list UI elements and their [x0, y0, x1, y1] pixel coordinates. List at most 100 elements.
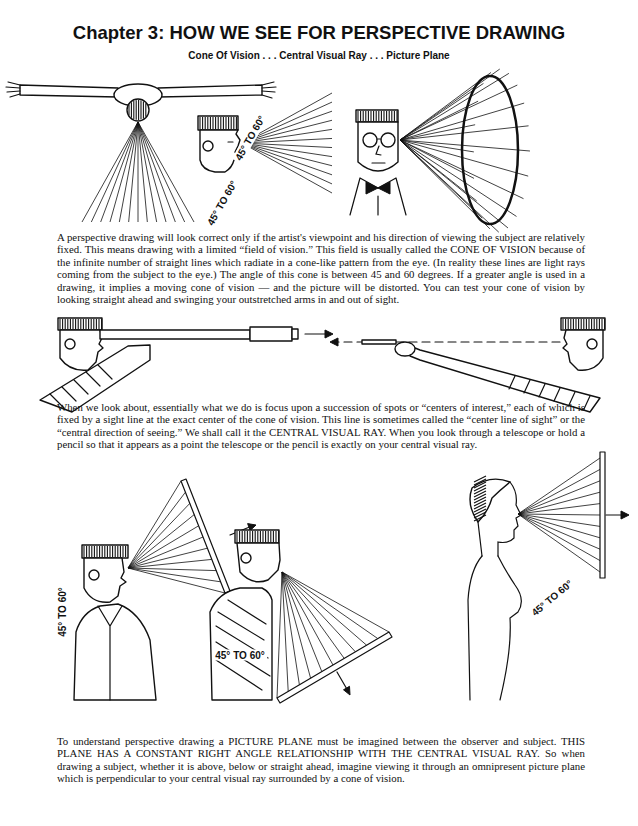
hatch-line: [378, 111, 379, 121]
hatch-line: [80, 319, 81, 329]
hatch-line: [128, 105, 129, 116]
hatch-line: [94, 546, 95, 557]
hatch-line: [140, 100, 141, 119]
hatch-line: [131, 102, 132, 118]
nose-mouth: [372, 139, 385, 163]
hatch-line: [581, 319, 582, 329]
hatch-line: [98, 319, 99, 329]
hair: [58, 318, 102, 330]
hatch-line: [220, 117, 221, 129]
hatch-line: [368, 111, 369, 121]
hatch-line: [389, 111, 390, 121]
hatch-line: [109, 546, 110, 557]
hatch-line: [96, 319, 97, 329]
picture-plane: [600, 452, 605, 578]
hatch-line: [394, 111, 395, 121]
hatch-line: [102, 546, 103, 557]
hatch-line: [88, 319, 89, 329]
hatch-line: [120, 546, 121, 557]
hatch-line: [70, 319, 71, 329]
sight-ray: [282, 572, 322, 672]
sight-ray: [400, 140, 508, 228]
hatch-line: [247, 531, 248, 542]
sight-ray: [138, 122, 157, 222]
hatch-line: [474, 485, 486, 491]
hatch-line: [236, 531, 237, 542]
hatch-line: [474, 494, 486, 500]
hatch-line: [83, 319, 84, 329]
hatch-line: [262, 531, 263, 542]
hatch-line: [252, 531, 253, 542]
sight-rays: [82, 69, 600, 698]
sight-ray: [282, 572, 367, 645]
face: [358, 122, 398, 171]
hatch-line: [278, 531, 279, 542]
hatch-line: [210, 117, 211, 129]
hatch-line: [270, 531, 271, 542]
hatch-line: [601, 319, 602, 329]
head-top: [127, 99, 149, 121]
hatch-line: [474, 509, 486, 515]
hatch-line: [101, 319, 102, 329]
sight-ray: [518, 514, 600, 538]
hatch-line: [96, 546, 97, 557]
hatch-line: [104, 546, 105, 557]
hatch-line: [474, 497, 486, 503]
sight-ray: [91, 122, 138, 222]
hatch-line: [268, 531, 269, 542]
hand: [395, 342, 415, 356]
hatch-line: [474, 500, 486, 506]
hatch-line: [474, 482, 486, 488]
hatch-line: [83, 546, 84, 557]
sight-ray: [518, 458, 600, 514]
telescope: [292, 329, 298, 339]
sight-ray: [518, 514, 600, 561]
hatch-line: [255, 531, 256, 542]
sight-ray: [138, 122, 166, 222]
sight-ray: [129, 122, 138, 222]
hatch-line: [202, 117, 203, 129]
hatch-line: [363, 111, 364, 121]
sight-ray: [277, 572, 282, 698]
hatch-line: [588, 319, 589, 329]
hatch-line: [231, 117, 232, 129]
hatch-line: [257, 531, 258, 542]
hatch-line: [228, 117, 229, 129]
sight-ray: [518, 469, 600, 514]
sight-ray: [400, 85, 517, 140]
hatch-line: [474, 503, 486, 509]
page-title: Chapter 3: HOW WE SEE FOR PERSPECTIVE DR…: [0, 22, 638, 44]
body: [74, 604, 156, 700]
hatch-line: [573, 319, 574, 329]
eye: [228, 141, 233, 142]
sight-ray: [82, 122, 138, 222]
hatch-line: [138, 100, 139, 120]
hatch-line: [236, 117, 237, 129]
hatch-line: [365, 111, 366, 121]
sight-ray: [138, 122, 147, 222]
hatch-line: [396, 111, 397, 121]
face-profile: [478, 482, 521, 556]
sight-ray: [242, 143, 332, 166]
hatch-line: [260, 531, 261, 542]
angle-label: 45° TO 60°: [213, 650, 267, 661]
hatch-line: [115, 546, 116, 557]
hatch-line: [474, 512, 486, 518]
picture-plane: [277, 632, 392, 703]
hatch-line: [373, 111, 374, 121]
hatch-line: [205, 117, 206, 129]
hatch-line: [99, 546, 100, 557]
hatch-line: [207, 117, 208, 129]
hatch-line: [136, 100, 137, 120]
hatch-line: [596, 319, 597, 329]
sight-ray: [400, 69, 500, 140]
hatch-line: [376, 111, 377, 121]
sight-ray: [400, 140, 516, 216]
sight-ray: [518, 492, 600, 514]
hair: [82, 545, 128, 558]
hatch-line: [591, 319, 592, 329]
sight-ray: [128, 548, 207, 568]
hatch-line: [85, 319, 86, 329]
hatch-line: [117, 546, 118, 557]
hatch-line: [583, 319, 584, 329]
